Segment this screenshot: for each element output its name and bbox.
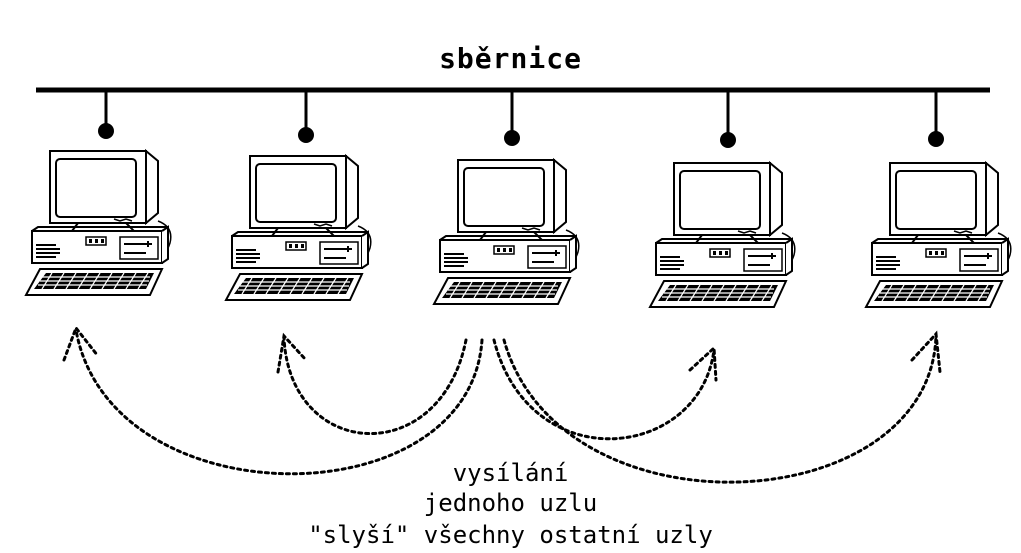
arrowhead-2 xyxy=(276,332,308,374)
computer-icon xyxy=(225,155,372,301)
arrowhead-5 xyxy=(910,330,942,374)
computer-icon xyxy=(865,162,1012,308)
connector-dot-2 xyxy=(298,127,314,143)
connector-dot-5 xyxy=(928,131,944,147)
bus-label: sběrnice xyxy=(439,42,582,75)
arrow-to-pc-4 xyxy=(492,338,716,441)
arrow-heads xyxy=(62,324,942,382)
connector-dot-4 xyxy=(720,132,736,148)
caption-line-2: jednoho uzlu xyxy=(423,489,598,517)
bus-connectors xyxy=(98,123,944,148)
caption-line-3: "slyší" všechny ostatní uzly xyxy=(308,521,713,549)
connector-dot-1 xyxy=(98,123,114,139)
arrow-to-pc-1 xyxy=(74,328,484,476)
arrowhead-4 xyxy=(688,344,718,382)
computer-icon xyxy=(649,162,796,308)
computer-icon xyxy=(433,159,580,305)
arrowhead-1 xyxy=(62,324,100,362)
caption-line-1: vysílání xyxy=(452,459,569,487)
broadcast-arrows xyxy=(74,328,938,484)
arrow-to-pc-2 xyxy=(282,336,468,435)
computer-icon xyxy=(25,150,172,296)
arrow-to-pc-5 xyxy=(502,334,938,484)
bus-taps xyxy=(104,90,938,140)
connector-dot-3 xyxy=(504,130,520,146)
